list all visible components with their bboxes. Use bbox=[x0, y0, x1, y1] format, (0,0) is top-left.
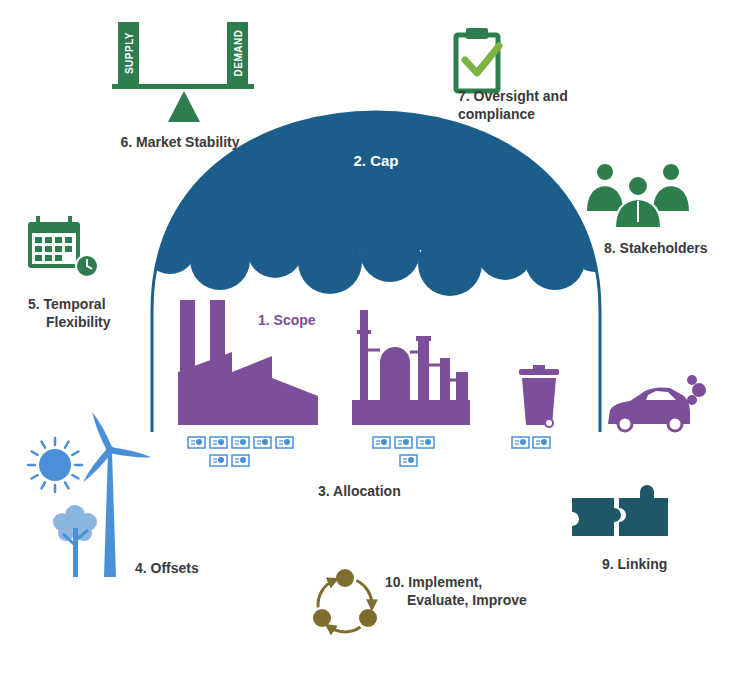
element-label: 8. Stakeholders bbox=[604, 240, 734, 258]
sun-ray bbox=[54, 438, 57, 445]
sun-ray bbox=[54, 485, 57, 492]
sun-ray bbox=[32, 452, 38, 456]
sun-ray bbox=[32, 475, 38, 479]
allowance-icon bbox=[232, 455, 249, 466]
node-title: 2. Cap bbox=[150, 152, 602, 169]
element-label: 3. Allocation bbox=[318, 483, 438, 501]
allowance-icon bbox=[400, 455, 417, 466]
allowance-icon bbox=[232, 437, 249, 448]
allowance-icon bbox=[210, 455, 227, 466]
cycle-icon bbox=[313, 569, 377, 632]
clipboard-icon bbox=[456, 28, 499, 91]
calendar-icon bbox=[28, 216, 98, 277]
wind-turbine-icon bbox=[81, 411, 152, 577]
element-label: 5. Temporal Flexibility bbox=[28, 296, 128, 331]
scale-pan: DEMAND bbox=[227, 22, 248, 84]
element-label: 10. Implement, Evaluate, Improve bbox=[385, 574, 533, 609]
scale-pan: SUPPLY bbox=[118, 22, 139, 84]
allowance-icon bbox=[276, 437, 293, 448]
scale-icon bbox=[112, 84, 254, 122]
bin-icon bbox=[519, 365, 559, 427]
allowance-icon bbox=[512, 437, 529, 448]
allowance-icon bbox=[417, 437, 434, 448]
scale-label: SUPPLY bbox=[123, 32, 134, 74]
puzzle-icon bbox=[572, 485, 668, 536]
cap-dome: 2. Cap bbox=[150, 110, 602, 432]
allowance-icons bbox=[188, 437, 550, 466]
element-label: 9. Linking bbox=[602, 556, 702, 574]
allowance-icon bbox=[210, 437, 227, 448]
allowance-icon bbox=[533, 437, 550, 448]
sun-ray bbox=[75, 464, 82, 467]
allowance-icon bbox=[373, 437, 390, 448]
sun-ray bbox=[42, 442, 46, 448]
element-label: 4. Offsets bbox=[135, 560, 235, 578]
people-icon bbox=[586, 163, 690, 228]
element-label: 1. Scope bbox=[258, 312, 348, 330]
sun-ray bbox=[72, 475, 78, 479]
sun-ray bbox=[65, 442, 69, 448]
sun-icon bbox=[28, 438, 82, 492]
allowance-icon bbox=[254, 437, 271, 448]
allowance-icon bbox=[395, 437, 412, 448]
refinery-icon bbox=[352, 310, 470, 425]
element-label: 7. Oversight and compliance bbox=[458, 88, 568, 123]
element-label: 6. Market Stability bbox=[100, 134, 260, 152]
tree-icon bbox=[53, 505, 97, 577]
sun-ray bbox=[65, 482, 69, 488]
sun-ray bbox=[42, 482, 46, 488]
allowance-icon bbox=[188, 437, 205, 448]
sun-ray bbox=[72, 452, 78, 456]
sun-ray bbox=[28, 464, 35, 467]
car-icon bbox=[608, 375, 706, 431]
scale-label: DEMAND bbox=[232, 30, 243, 77]
